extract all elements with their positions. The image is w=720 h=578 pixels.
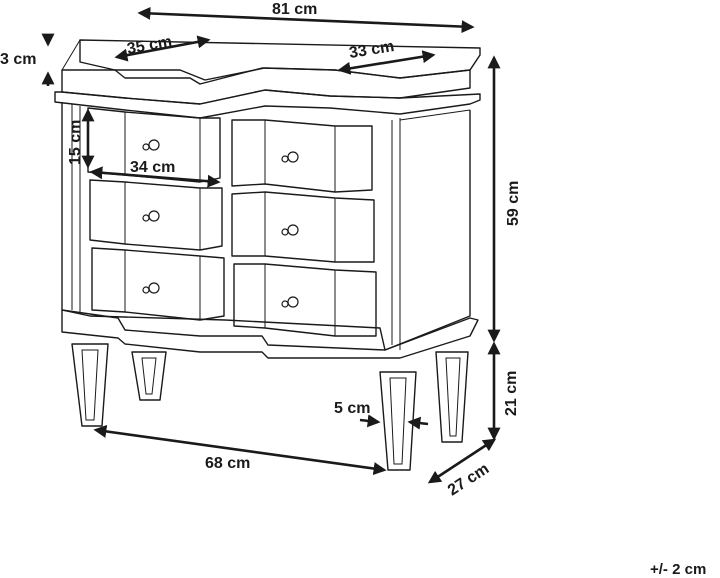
label-drawer-width: 34 cm <box>130 159 175 176</box>
dimension-labels: 81 cm 3 cm 35 cm 33 cm 15 cm 34 cm 59 cm… <box>0 1 706 578</box>
dimension-lines <box>41 6 501 484</box>
label-leg-height: 21 cm <box>503 371 520 416</box>
dresser-base <box>61 309 479 359</box>
label-top-front-segment: 35 cm <box>126 33 174 58</box>
dresser-body <box>61 102 471 351</box>
drawer-knobs <box>142 139 299 308</box>
dresser-legs <box>71 343 469 471</box>
label-leg-width: 5 cm <box>334 400 370 417</box>
drawers-right-column <box>231 119 377 337</box>
label-body-height: 59 cm <box>505 181 522 226</box>
label-total-width: 81 cm <box>272 1 317 18</box>
dresser-illustration <box>54 39 481 471</box>
tolerance-note: +/- 2 cm <box>650 561 706 578</box>
label-leg-span: 68 cm <box>205 455 250 472</box>
label-drawer-height: 15 cm <box>67 120 84 165</box>
label-top-side-segment: 33 cm <box>348 38 395 62</box>
label-top-thickness: 3 cm <box>0 51 36 68</box>
